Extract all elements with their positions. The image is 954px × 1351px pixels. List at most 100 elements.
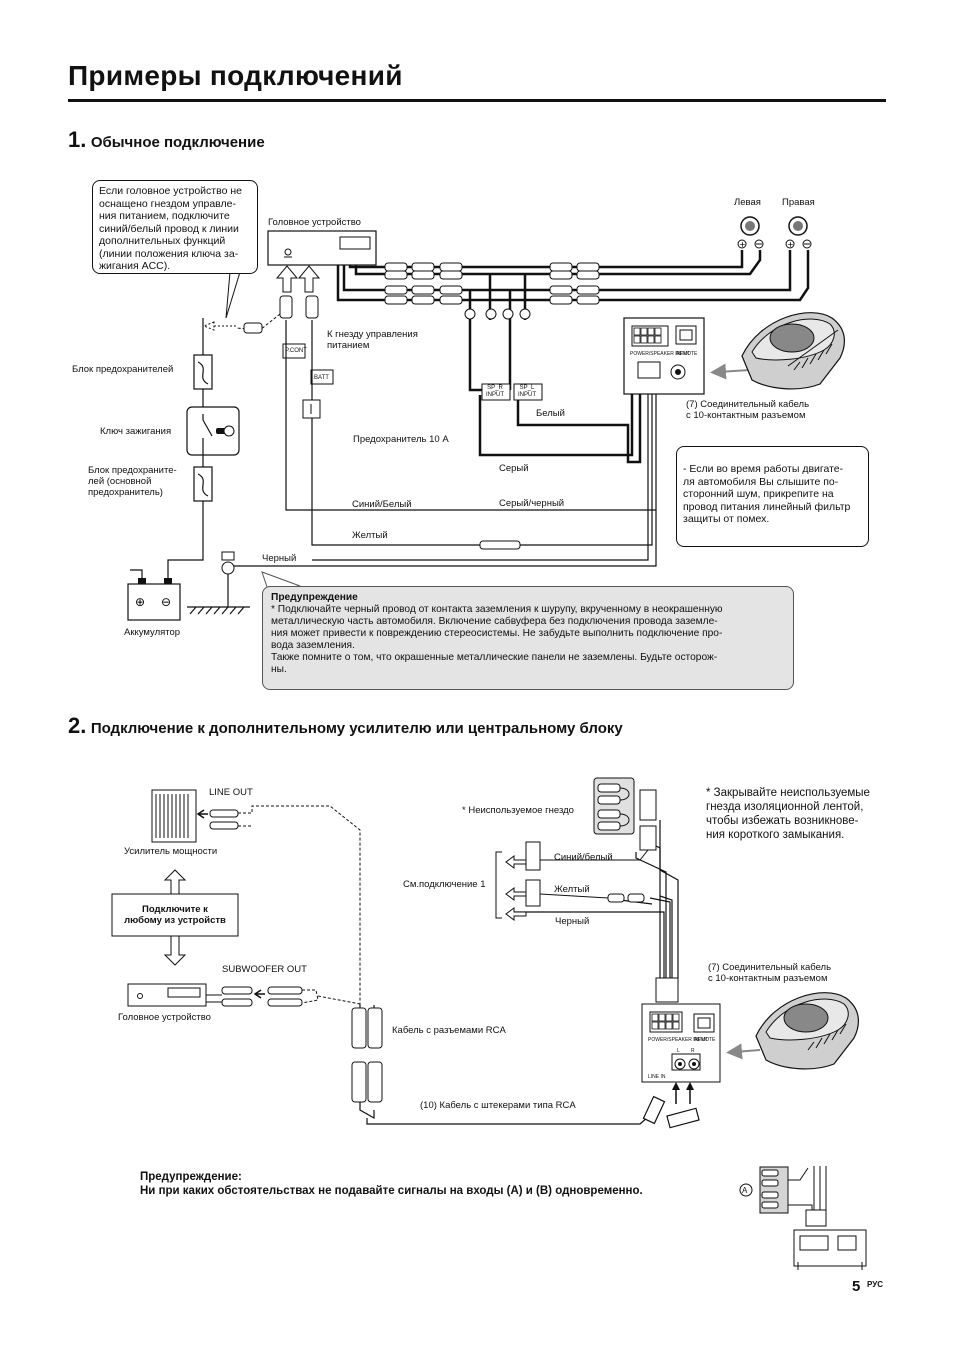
yellow-wire-label-2: Желтый [554,884,590,895]
label-line: лей (основной [88,476,152,487]
note-line: * Закрывайте неиспользуемые [706,787,870,799]
note-line: чтобы избежать возникнове- [706,815,859,827]
rca-cable-label: Кабель с разъемами RCA [392,1025,506,1036]
speaker-right-icon: + [785,216,812,249]
gray-wire-label: Серый [499,463,529,474]
section1-title: Обычное подключение [90,134,265,151]
svg-text:+: + [787,240,794,249]
note-line: ния короткого замыкания. [706,829,845,841]
white-wire-label: Белый [536,408,565,419]
yellow-wire-label: Желтый [352,530,388,541]
cable-10pin-label: (7) Соединительный кабель с 10-контактны… [686,399,809,421]
battery-label: Аккумулятор [124,627,181,638]
fuse-10a-label: Предохранитель 10 А [353,434,449,445]
label-line: предохранитель) [88,487,163,498]
power-speaker-input-panel [623,317,705,395]
label-line: с 10-контактным разъемом [686,410,806,421]
section1-wiring-diagram: + + [127,216,845,621]
pcont-tag: P.CONT [285,348,307,354]
cable-10pin-label-2: (7) Соединительный кабель с 10-контактны… [708,962,831,984]
label-line: (7) Соединительный кабель [708,962,832,973]
insulating-tape-note: * Закрывайте неиспользуемые гнезда изоля… [706,786,870,842]
panel-power-label-2: POWER/SPEAKER INPUT [648,1037,709,1043]
input-a-label: A [742,1186,748,1195]
section2-warning-title: Предупреждение: [140,1171,242,1183]
warning-title: Предупреждение [271,592,358,603]
label-line: Подключите к [142,904,208,915]
label-line: Блок предохраните- [88,465,177,476]
page-title: Примеры подключений [68,60,403,91]
speaker-left-icon: + [737,216,764,249]
pcont-jack-label: К гнезду управления питанием [327,329,418,351]
label-line: любому из устройств [124,915,226,926]
note-line: Если головное устройство не [99,185,242,197]
speaker-wires [336,250,810,464]
black-wire-label-2: Черный [555,916,590,927]
gray-black-wire-label: Серый/черный [499,498,565,509]
grounding-warning-box: Предупреждение * Подключайте черный пров… [262,586,794,690]
head-unit-label: Головное устройство [268,217,361,228]
warning-line: металлическую часть автомобиля. Включени… [271,616,718,627]
section2-warning: Предупреждение: Ни при каких обстоятельс… [140,1170,643,1198]
note-line: сторонний шум, прикрепите на [683,488,834,500]
section2-warning-text: Ни при каких обстоятельствах не подавайт… [140,1185,643,1197]
battery-icon: ⊕ ⊖ [127,578,181,621]
fuse-block-label: Блок предохранителей [72,364,174,375]
spr-input-tag: SP_R INPUT [486,385,504,399]
see-connection-1-label: См.подключение 1 [403,879,486,890]
rca-plug-cable-label: (10) Кабель с штекерами типа RCA [420,1100,576,1111]
line-in-r-label: R [691,1048,695,1054]
note-line: дополнительных функций [99,235,226,247]
page-number: 5 [852,1278,861,1295]
label-line: (7) Соединительный кабель [686,399,810,410]
speaker-right-label: Правая [782,197,815,208]
note-line: - Если во время работы двигате- [683,463,844,475]
speaker-left-label: Левая [734,197,761,208]
subwoofer-out-label: SUBWOOFER OUT [222,964,307,975]
note-line: жигания ACC). [99,260,171,272]
no-remote-jack-note: Если головное устройство не оснащено гне… [92,180,258,274]
power-amp-label: Усилитель мощности [124,846,218,857]
fuse-block-main-label: Блок предохраните- лей (основной предохр… [88,465,177,498]
svg-text:⊖: ⊖ [161,595,171,609]
head-unit-device [267,230,377,266]
label-line: питанием [327,340,370,351]
connect-any-device-label: Подключите к любому из устройств [118,904,232,926]
section2-number: 2. [68,713,87,738]
tag-line: INPUT [518,392,536,398]
note-line: защиты от помех. [683,513,770,525]
tag-line: SP_L [519,385,535,391]
ignition-label: Ключ зажигания [100,426,172,437]
tag-line: INPUT [486,392,504,398]
warning-line: ния может привести к повреждению стереос… [271,628,723,639]
note-line: (линии положения ключа за- [99,247,239,260]
note-line: ля автомобиля Вы слышите по- [683,475,839,488]
black-wire-label: Черный [262,553,297,564]
title-rule [68,99,886,102]
panel-power-label: POWER/SPEAKER INPUT [630,351,691,357]
note-line: гнезда изоляционной лентой, [706,801,864,813]
panel-remote-label: REMOTE [676,351,698,357]
spl-input-tag: SP_L INPUT [518,385,536,399]
svg-text:⊕: ⊕ [135,595,145,609]
note-line: провод питания линейный фильтр [683,500,851,513]
line-in-l-label: L [677,1048,680,1054]
note-line: оснащено гнездом управле- [99,197,236,210]
warning-line: Также помните о том, что окрашенные мета… [271,652,718,663]
subwoofer-amp-illustration [741,312,845,390]
blue-white-wire-label: Синий/Белый [352,499,412,510]
unused-jack-label: * Неиспользуемое гнездо [462,805,574,816]
warning-line: * Подключайте черный провод от контакта … [271,604,723,615]
note-line: ния питанием, подключите [99,210,230,222]
label-line: с 10-контактным разъемом [708,973,828,984]
blue-white-wire-label-2: Синий/белый [554,852,613,863]
note-line: синий/белый провод к линии [99,222,239,235]
noise-filter-note: - Если во время работы двигате- ля автом… [676,446,869,547]
section2-title: Подключение к дополнительному усилителю … [90,720,623,737]
warning-line: вода заземления. [271,640,355,651]
line-out-label: LINE OUT [209,787,253,798]
warning-line: ны. [271,664,287,675]
power-amplifier-device [151,789,197,843]
head-unit-device-2 [127,983,207,1007]
label-line: К гнезду управления [327,329,418,340]
